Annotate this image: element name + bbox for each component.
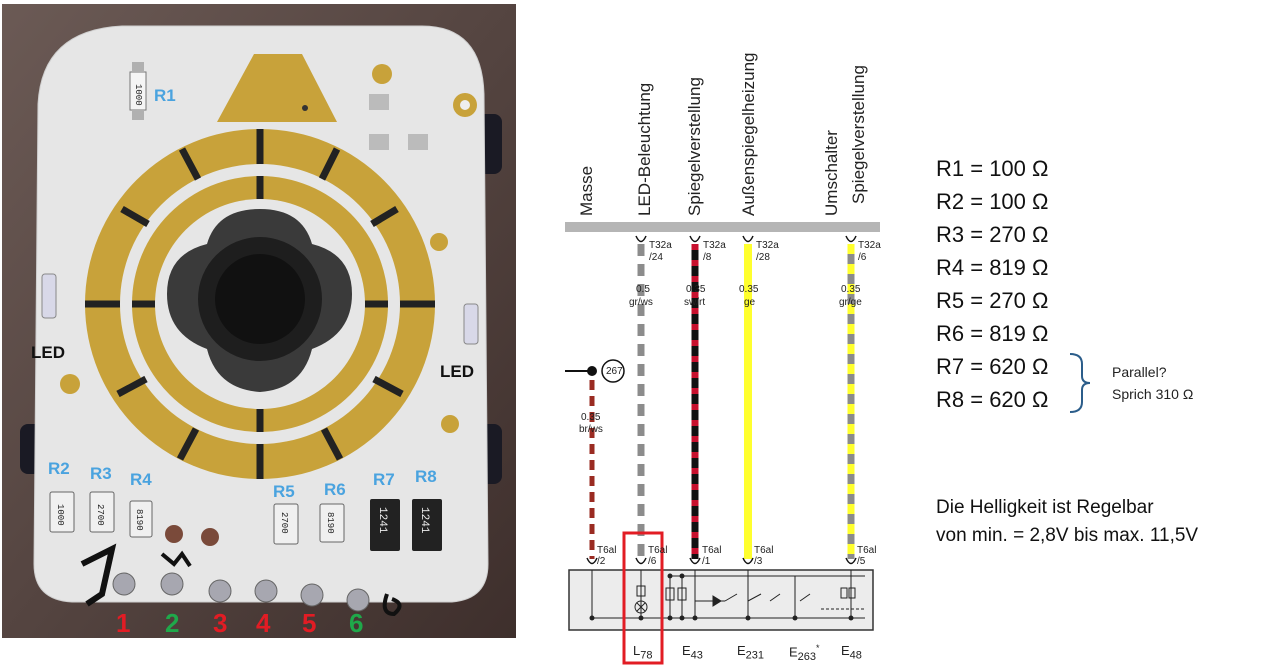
connector-bottom-masse-name: T6al (597, 545, 617, 556)
parallel-note: Parallel? Sprich 310 Ω (1112, 361, 1193, 405)
connector-bottom-umschalter-pin: /5 (857, 556, 866, 567)
highlight-box-l78 (622, 531, 664, 665)
resistor-value-r6: R6 = 819 Ω (936, 321, 1049, 346)
brightness-note-line2: von min. = 2,8V bis max. 11,5V (936, 525, 1199, 546)
brightness-note-line1: Die Helligkeit ist Regelbar (936, 497, 1154, 518)
connector-top-heizung-pin: /28 (756, 252, 770, 263)
smd-code-r2: 1000 (55, 504, 65, 526)
label-led-left: LED (31, 343, 65, 362)
smd-code-r8: 1241 (418, 507, 430, 534)
pcb-photo: 1000 1000 2700 8190 2700 8190 1241 1241 … (2, 4, 516, 638)
ground-ref-circle (601, 359, 625, 383)
smd-code-r4: 8190 (134, 509, 144, 531)
smd-code-r1: 1000 (133, 84, 143, 106)
component-e43: E43 (682, 643, 703, 662)
wire-heizung-gauge: 0.35 (739, 284, 759, 295)
ground-ref-number: 267 (606, 366, 623, 377)
wiring-diagram: Masse LED-Beleuchtung Spiegelverstellung… (565, 4, 881, 666)
connector-bottom-masse-pin: /2 (597, 556, 606, 567)
connector-bottom-spiegel-name: T6al (702, 545, 722, 556)
component-e48: E48 (841, 643, 862, 662)
resistor-value-r2: R2 = 100 Ω (936, 189, 1049, 214)
pin-number-4: 4 (256, 608, 271, 638)
masse-wire-color: br/ws (579, 424, 603, 435)
smd-code-r3: 2700 (95, 504, 105, 526)
connector-bottom-heizung-name: T6al (754, 545, 774, 556)
control-unit-box (568, 569, 874, 631)
connector-bottom-umschalter-name: T6al (857, 545, 877, 556)
connector-bottom-heizung-pin: /3 (754, 556, 763, 567)
parallel-note-question: Parallel? (1112, 364, 1167, 380)
wire-umschalter-color: gr/ge (839, 297, 862, 308)
resistor-value-r4: R4 = 819 Ω (936, 255, 1049, 280)
smd-code-r7: 1241 (376, 507, 388, 534)
connector-top-spiegel-name: T32a (703, 240, 726, 251)
wire-spiegel-color: sw/rt (684, 297, 706, 308)
bus-bar (565, 222, 880, 232)
label-r4: R4 (130, 470, 152, 489)
smd-code-r6: 8190 (325, 512, 335, 534)
resistor-value-r5: R5 = 270 Ω (936, 288, 1049, 313)
resistor-value-r7: R7 = 620 Ω (936, 354, 1049, 379)
connector-top-led-pin: /24 (649, 252, 663, 263)
resistor-value-r3: R3 = 270 Ω (936, 222, 1049, 247)
pin-number-6: 6 (349, 608, 364, 638)
label-r5: R5 (273, 482, 295, 501)
wire-spiegel-gauge: 0.35 (686, 284, 706, 295)
label-r6: R6 (324, 480, 346, 499)
pin-number-5: 5 (302, 608, 317, 638)
resistor-value-r1: R1 = 100 Ω (936, 156, 1049, 181)
component-e263: E263* (789, 643, 820, 663)
connector-top-led-name: T32a (649, 240, 672, 251)
label-r7: R7 (373, 470, 395, 489)
label-r3: R3 (90, 464, 112, 483)
smd-code-r5: 2700 (279, 512, 289, 534)
connector-bottom-spiegel-pin: /1 (702, 556, 711, 567)
connector-top-spiegel-pin: /8 (703, 252, 712, 263)
label-led-right: LED (440, 362, 474, 381)
pin-number-3: 3 (213, 608, 228, 638)
wiring-lines (565, 222, 880, 665)
connector-top-umschalter-pin: /6 (858, 252, 867, 263)
junction-dot (587, 366, 597, 376)
resistor-list: R1 = 100 Ω R2 = 100 Ω R3 = 270 Ω R4 = 81… (936, 152, 1136, 416)
connector-bottom-led-pin: /6 (648, 556, 657, 567)
component-l78: L78 (633, 643, 653, 662)
pin-number-2: 2 (165, 608, 180, 638)
component-e231: E231 (737, 643, 765, 662)
connector-top-umschalter-name: T32a (858, 240, 881, 251)
resistor-value-r8: R8 = 620 Ω (936, 387, 1049, 412)
label-r8: R8 (415, 467, 437, 486)
parallel-brace (1069, 353, 1091, 413)
connector-bottom-led-name: T6al (648, 545, 668, 556)
wire-led-color: gr/ws (629, 297, 653, 308)
wire-led-gauge: 0.5 (636, 284, 650, 295)
label-r2: R2 (48, 459, 70, 478)
masse-wire-gauge: 0.35 (581, 412, 601, 423)
pcb-illustration (2, 4, 516, 638)
parallel-note-result: Sprich 310 Ω (1112, 386, 1194, 402)
pin-number-1: 1 (116, 608, 131, 638)
connector-top-heizung-name: T32a (756, 240, 779, 251)
label-r1: R1 (154, 86, 176, 105)
brightness-note: Die Helligkeit ist Regelbar von min. = 2… (936, 494, 1198, 550)
wire-umschalter-gauge: 0.35 (841, 284, 861, 295)
wire-heizung-color: ge (744, 297, 756, 308)
